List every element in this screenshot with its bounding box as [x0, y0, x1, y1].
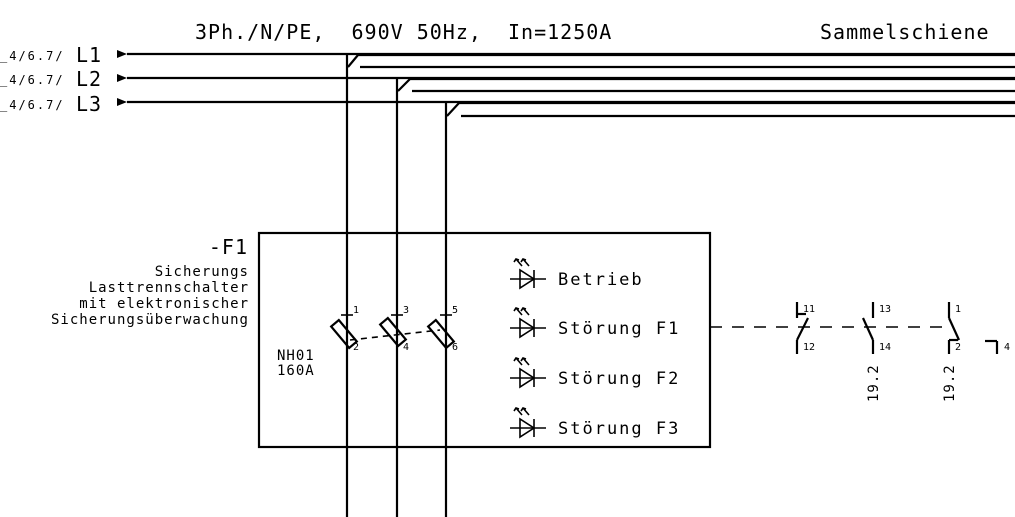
- led-stoerung-f2-icon: [510, 357, 546, 389]
- busbar-name: Sammelschiene: [820, 20, 990, 44]
- terminal-2: 2: [353, 342, 359, 353]
- device-desc-line-1: Sicherungs: [155, 264, 249, 280]
- fuse-l3-icon: [426, 318, 456, 350]
- bus-return-l2: [397, 77, 1015, 92]
- phase-l3-label: _4/6.7/ L3: [0, 92, 102, 116]
- fuse-switch-l3: 5 6: [426, 305, 458, 353]
- device-desc-line-4: Sicherungsüberwachung: [51, 312, 249, 328]
- phase-l1-name: L1: [76, 43, 102, 67]
- contact-1: 1: [955, 304, 961, 315]
- contact-1-2-ref: 19.2: [942, 364, 958, 402]
- aux-contact-11-12: 11 12: [795, 302, 815, 354]
- fuse-mechanical-link: [349, 329, 441, 341]
- contact-13: 13: [879, 304, 891, 315]
- device-tag: -F1: [209, 235, 248, 259]
- indicator-stoerung-f2: Störung F2: [510, 357, 680, 389]
- device-desc-line-3: mit elektronischer: [79, 296, 249, 312]
- contact-4: 4: [1004, 342, 1010, 353]
- phase-l2-name: L2: [76, 67, 102, 91]
- led-betrieb-icon: [510, 258, 546, 290]
- aux-contact-1-2: 1 2 19.2: [942, 302, 961, 402]
- indicator-label-stoerung-f1: Störung F1: [558, 319, 680, 339]
- terminal-5: 5: [452, 305, 458, 316]
- phase-l2-label: _4/6.7/ L2: [0, 67, 102, 91]
- indicator-betrieb: Betrieb: [510, 258, 644, 290]
- fuse-l2-icon: [378, 316, 408, 348]
- contact-2: 2: [955, 342, 961, 353]
- phase-l3-ref: _4/6.7/: [0, 98, 65, 112]
- indicator-label-betrieb: Betrieb: [558, 270, 644, 290]
- phase-l2-ref: _4/6.7/: [0, 73, 65, 87]
- fuse-type: NH01: [277, 348, 315, 364]
- led-stoerung-f1-icon: [510, 307, 546, 339]
- terminal-3: 3: [403, 305, 409, 316]
- terminal-1: 1: [353, 305, 359, 316]
- terminal-6: 6: [452, 342, 458, 353]
- arrow-l2-icon: [117, 74, 127, 82]
- fuse-rating: 160A: [277, 363, 315, 379]
- indicator-stoerung-f3: Störung F3: [510, 407, 680, 439]
- bus-return-l1: [347, 53, 1015, 68]
- contact-12: 12: [803, 342, 815, 353]
- arrow-l3-icon: [117, 98, 127, 106]
- fuse-l1-icon: [329, 318, 359, 350]
- indicator-label-stoerung-f2: Störung F2: [558, 369, 680, 389]
- bus-return-l3: [446, 101, 1015, 117]
- indicator-label-stoerung-f3: Störung F3: [558, 419, 680, 439]
- device-box: [257, 231, 712, 449]
- terminal-4: 4: [403, 342, 409, 353]
- phase-l3-name: L3: [76, 92, 102, 116]
- contact-14: 14: [879, 342, 891, 353]
- indicator-stoerung-f1: Störung F1: [510, 307, 680, 339]
- contact-13-14-ref: 19.2: [866, 364, 882, 402]
- phase-l1-ref: _4/6.7/: [0, 49, 65, 63]
- arrow-l1-icon: [117, 50, 127, 58]
- device-desc-line-2: Lasttrennschalter: [89, 280, 249, 296]
- phase-l1-label: _4/6.7/ L1: [0, 43, 102, 67]
- led-stoerung-f3-icon: [510, 407, 546, 439]
- aux-contact-4: 4: [985, 339, 1010, 354]
- aux-contact-13-14: 13 14 19.2: [861, 302, 891, 402]
- bus-spec: 3Ph./N/PE, 690V 50Hz, In=1250A: [195, 20, 612, 44]
- fuse-switch-l1: 1 2: [329, 305, 359, 353]
- fuse-switch-l2: 3 4: [378, 305, 409, 353]
- contact-11: 11: [803, 304, 815, 315]
